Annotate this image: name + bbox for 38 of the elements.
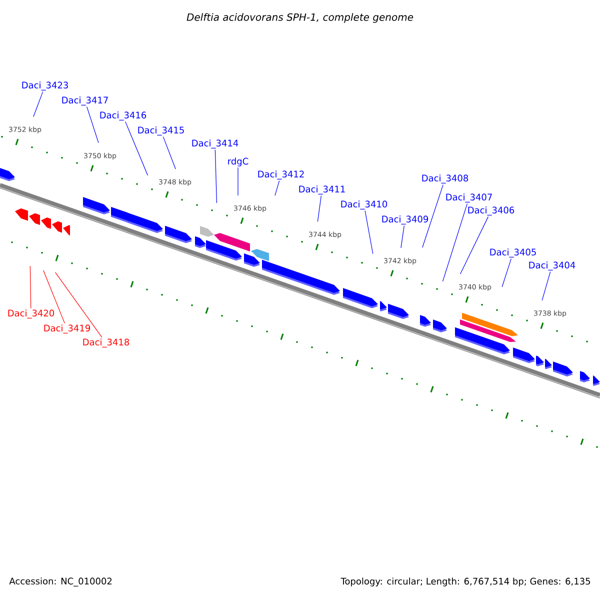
gene-label: Daci_3406 (468, 206, 514, 216)
gene-label: Daci_3415 (138, 126, 184, 136)
leader-line (30, 266, 32, 309)
leader-line (43, 270, 65, 324)
leader-line (502, 258, 512, 288)
gene-label: Daci_3416 (100, 112, 146, 120)
gene-label: Daci_3409 (382, 216, 428, 224)
leader-line (400, 225, 404, 248)
leader-line (33, 91, 44, 118)
leader-line (460, 216, 489, 274)
leader-line (422, 184, 444, 248)
leader-line (54, 272, 102, 338)
leader-line (214, 149, 218, 204)
leader-line (86, 106, 99, 144)
gene-label: Daci_3420 (8, 310, 54, 318)
leader-line (317, 195, 322, 222)
gene-label: Daci_3412 (258, 170, 304, 180)
leader-line (162, 136, 176, 170)
gene-label: Daci_3407 (446, 194, 492, 202)
genome-info-text: Topology: circular; Length: 6,767,514 bp; Genes: 6,135 (340, 578, 590, 586)
gene-label: rdgC (228, 158, 248, 166)
leader-line (125, 121, 148, 176)
leader-line (442, 203, 468, 282)
gene-label: Daci_3411 (299, 186, 345, 194)
gene-label: Daci_3410 (341, 200, 388, 210)
gene-label: Daci_3417 (62, 96, 108, 106)
gene-label: Daci_3405 (490, 248, 536, 258)
gene-label: Daci_3419 (44, 324, 90, 334)
gene-label: Daci_3404 (529, 262, 576, 270)
leader-line (364, 210, 374, 254)
gene-label: Daci_3423 (22, 82, 68, 90)
gene-label: Daci_3418 (83, 338, 130, 348)
accession-text: Accession: NC_010002 (9, 578, 112, 586)
title: Delftia acidovorans SPH-1, complete genome (186, 13, 414, 23)
leader-line (542, 271, 551, 301)
leader-line (274, 180, 280, 196)
gene-label: Daci_3408 (422, 174, 468, 184)
gene-label: Daci_3414 (192, 140, 238, 148)
